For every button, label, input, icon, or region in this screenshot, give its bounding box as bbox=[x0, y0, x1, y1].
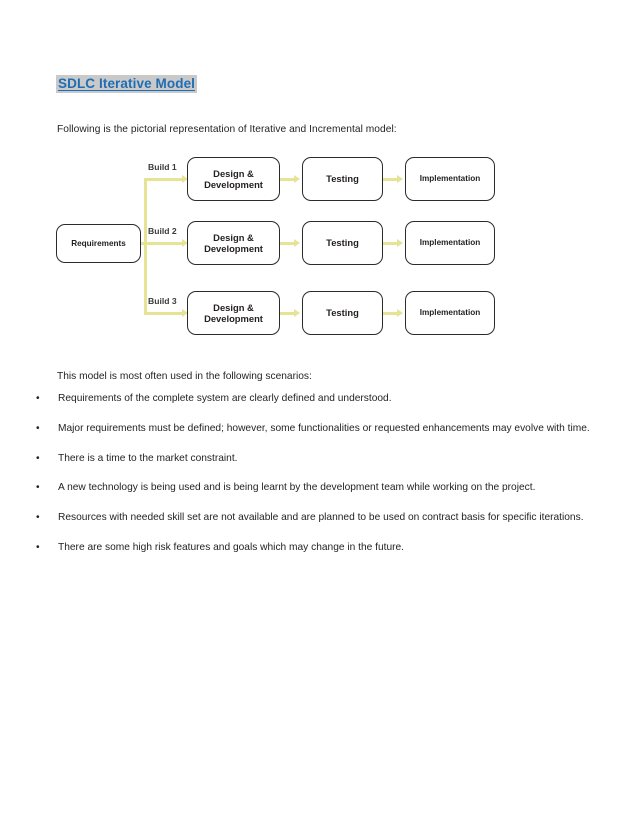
build-2-label: Build 2 bbox=[148, 226, 177, 236]
list-item: • A new technology is being used and is … bbox=[0, 481, 638, 496]
bullet-marker-icon: • bbox=[36, 422, 40, 434]
node-requirements: Requirements bbox=[56, 224, 141, 263]
iterative-model-diagram: Requirements Build 1 Design & Developmen… bbox=[0, 148, 638, 338]
list-item-text: There is a time to the market constraint… bbox=[58, 452, 238, 464]
list-item-text: Resources with needed skill set are not … bbox=[58, 512, 584, 524]
connector-spine-to-design-3 bbox=[144, 312, 185, 315]
arrowhead-design-2 bbox=[182, 239, 188, 247]
arrowhead-testing-3 bbox=[294, 309, 300, 317]
arrowhead-testing-2 bbox=[294, 239, 300, 247]
list-item-text: A new technology is being used and is be… bbox=[58, 482, 536, 494]
design-line-2: Development bbox=[204, 179, 263, 190]
node-testing-2: Testing bbox=[302, 221, 383, 265]
arrowhead-design-3 bbox=[182, 309, 188, 317]
connector-vertical-spine bbox=[144, 178, 147, 313]
page-title: SDLC Iterative Model bbox=[56, 75, 198, 93]
connector-testing-to-implementation-3 bbox=[383, 312, 399, 315]
node-implementation-3: Implementation bbox=[405, 291, 495, 335]
connector-design-to-testing-1 bbox=[280, 178, 296, 181]
bullet-marker-icon: • bbox=[36, 452, 40, 464]
connector-design-to-testing-3 bbox=[280, 312, 296, 315]
design-line-1: Design & bbox=[213, 301, 254, 313]
scenarios-bullet-list: • Requirements of the complete system ar… bbox=[0, 392, 638, 571]
design-line-2: Development bbox=[204, 313, 263, 324]
list-item: • Requirements of the complete system ar… bbox=[0, 392, 638, 407]
connector-spine-to-design-2 bbox=[144, 242, 185, 245]
list-item: • Major requirements must be defined; ho… bbox=[0, 422, 638, 437]
list-item-text: There are some high risk features and go… bbox=[58, 541, 404, 553]
build-3-label: Build 3 bbox=[148, 296, 177, 306]
list-item-text: Major requirements must be defined; howe… bbox=[58, 422, 590, 434]
list-item-text: Requirements of the complete system are … bbox=[58, 393, 392, 404]
arrowhead-design-1 bbox=[182, 175, 188, 183]
build-1-label: Build 1 bbox=[148, 162, 177, 172]
bullet-marker-icon: • bbox=[36, 482, 40, 494]
node-implementation-2: Implementation bbox=[405, 221, 495, 265]
node-design-development-3: Design & Development bbox=[187, 291, 280, 335]
scenarios-lead-line: This model is most often used in the fol… bbox=[57, 371, 312, 382]
bullet-marker-icon: • bbox=[36, 512, 40, 524]
node-design-development-1: Design & Development bbox=[187, 157, 280, 201]
design-line-1: Design & bbox=[213, 167, 254, 179]
arrowhead-testing-1 bbox=[294, 175, 300, 183]
list-item: • There are some high risk features and … bbox=[0, 541, 638, 556]
connector-testing-to-implementation-2 bbox=[383, 242, 399, 245]
bullet-marker-icon: • bbox=[36, 541, 40, 553]
list-item: • Resources with needed skill set are no… bbox=[0, 511, 638, 526]
connector-spine-to-design-1 bbox=[144, 178, 185, 181]
node-design-development-2: Design & Development bbox=[187, 221, 280, 265]
arrowhead-implementation-1 bbox=[397, 175, 403, 183]
bullet-marker-icon: • bbox=[36, 393, 40, 404]
intro-paragraph: Following is the pictorial representatio… bbox=[57, 124, 397, 135]
node-testing-1: Testing bbox=[302, 157, 383, 201]
arrowhead-implementation-2 bbox=[397, 239, 403, 247]
list-item: • There is a time to the market constrai… bbox=[0, 452, 638, 467]
node-implementation-1: Implementation bbox=[405, 157, 495, 201]
arrowhead-implementation-3 bbox=[397, 309, 403, 317]
design-line-1: Design & bbox=[213, 231, 254, 243]
design-line-2: Development bbox=[204, 243, 263, 254]
node-testing-3: Testing bbox=[302, 291, 383, 335]
connector-testing-to-implementation-1 bbox=[383, 178, 399, 181]
connector-design-to-testing-2 bbox=[280, 242, 296, 245]
